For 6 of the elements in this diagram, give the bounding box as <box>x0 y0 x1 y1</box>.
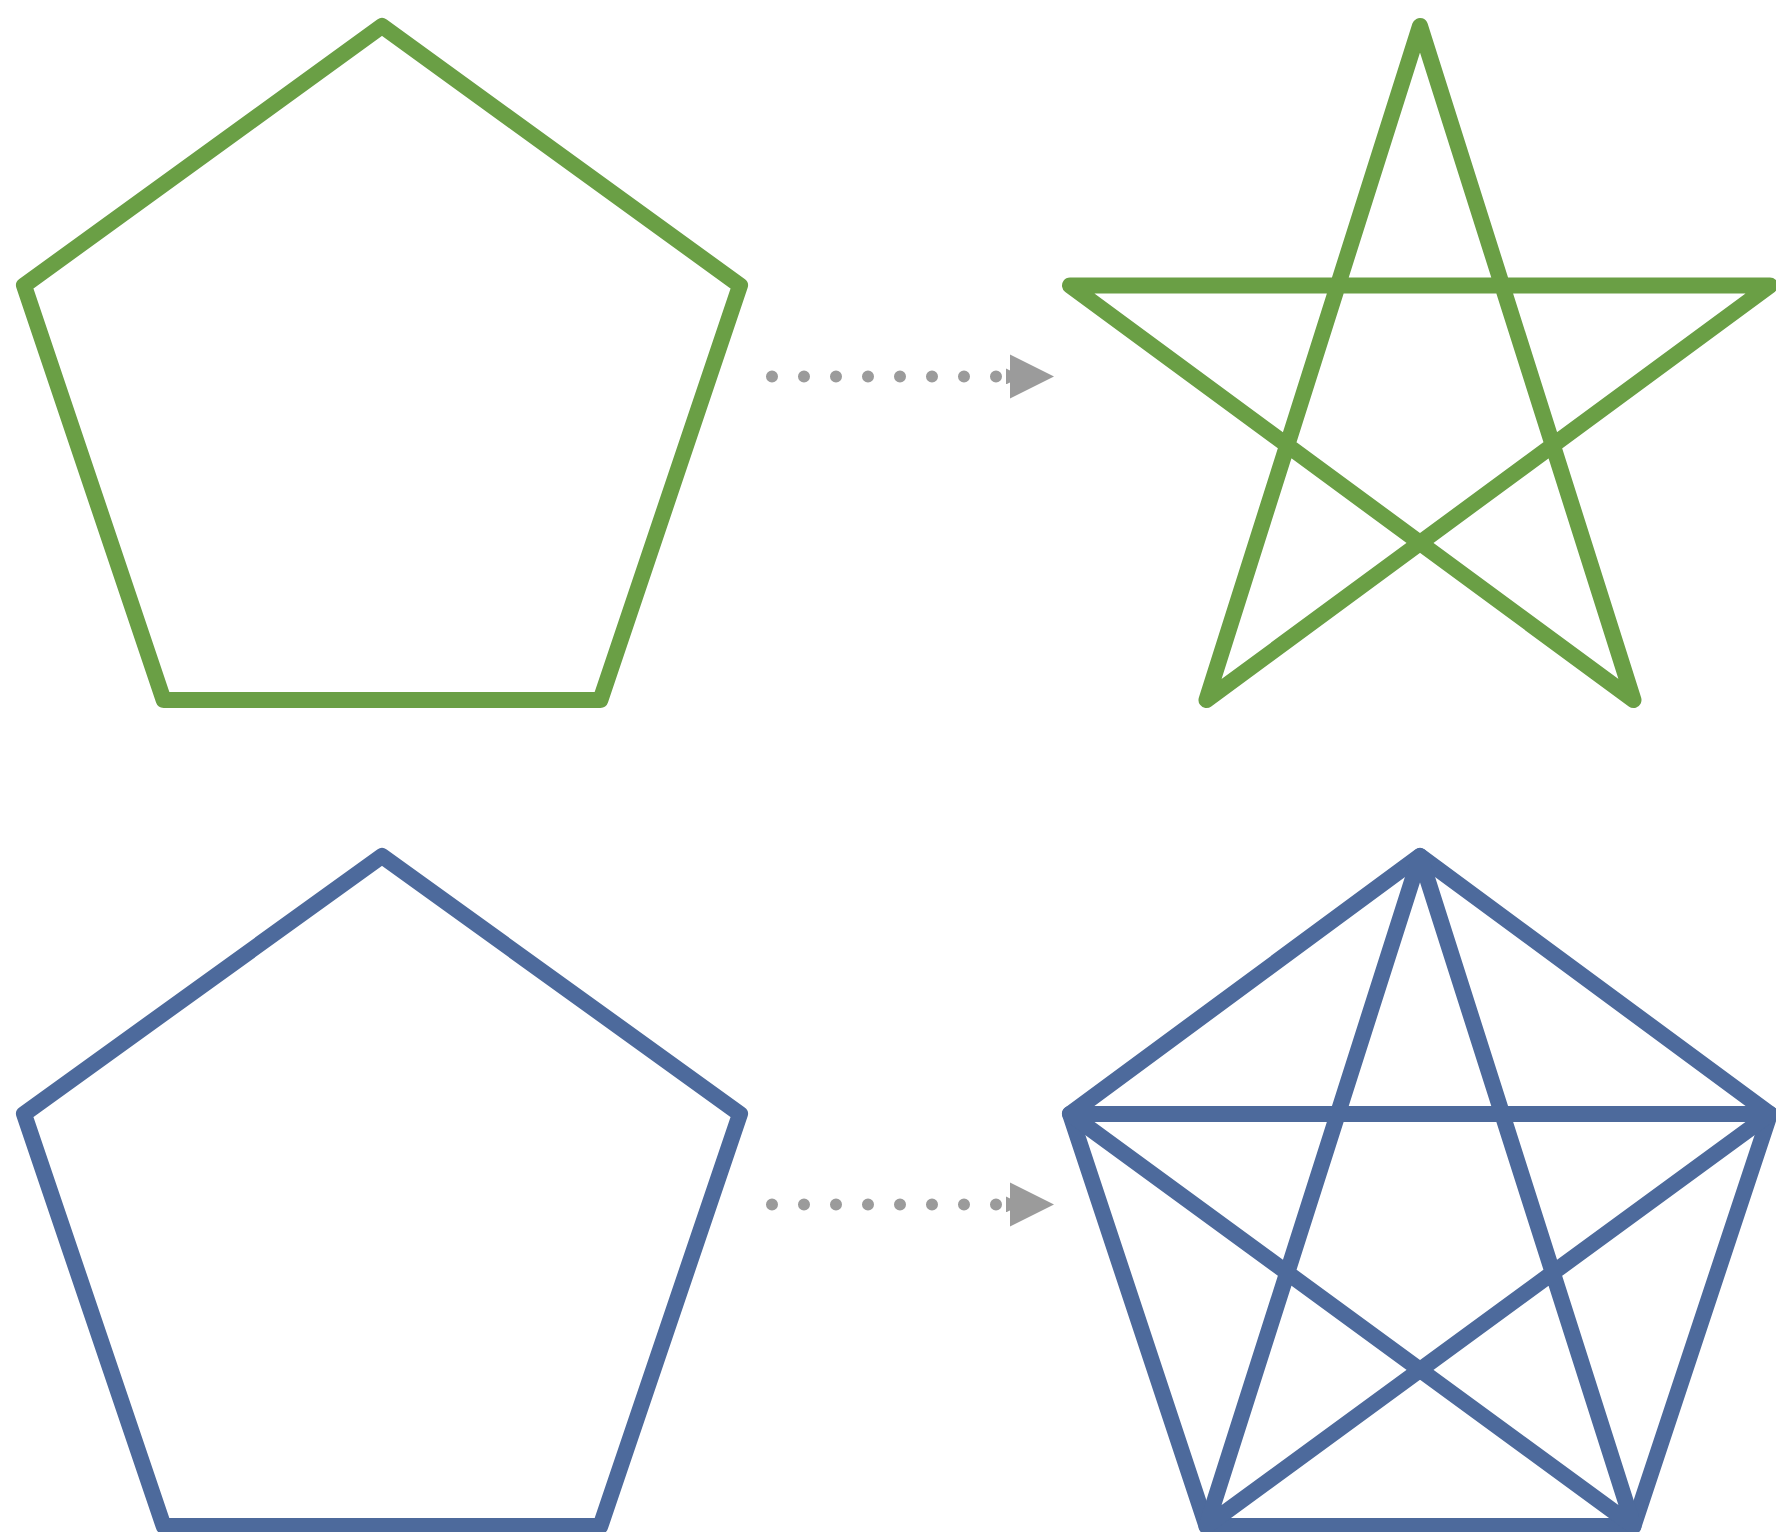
pentagon-shape <box>16 848 748 1532</box>
pentagon-with-star-shape <box>1062 848 1776 1532</box>
dotted-arrow <box>766 1182 1054 1227</box>
pentagon-shape <box>16 18 748 708</box>
star-shape <box>1062 18 1776 708</box>
dotted-arrow <box>766 354 1054 399</box>
